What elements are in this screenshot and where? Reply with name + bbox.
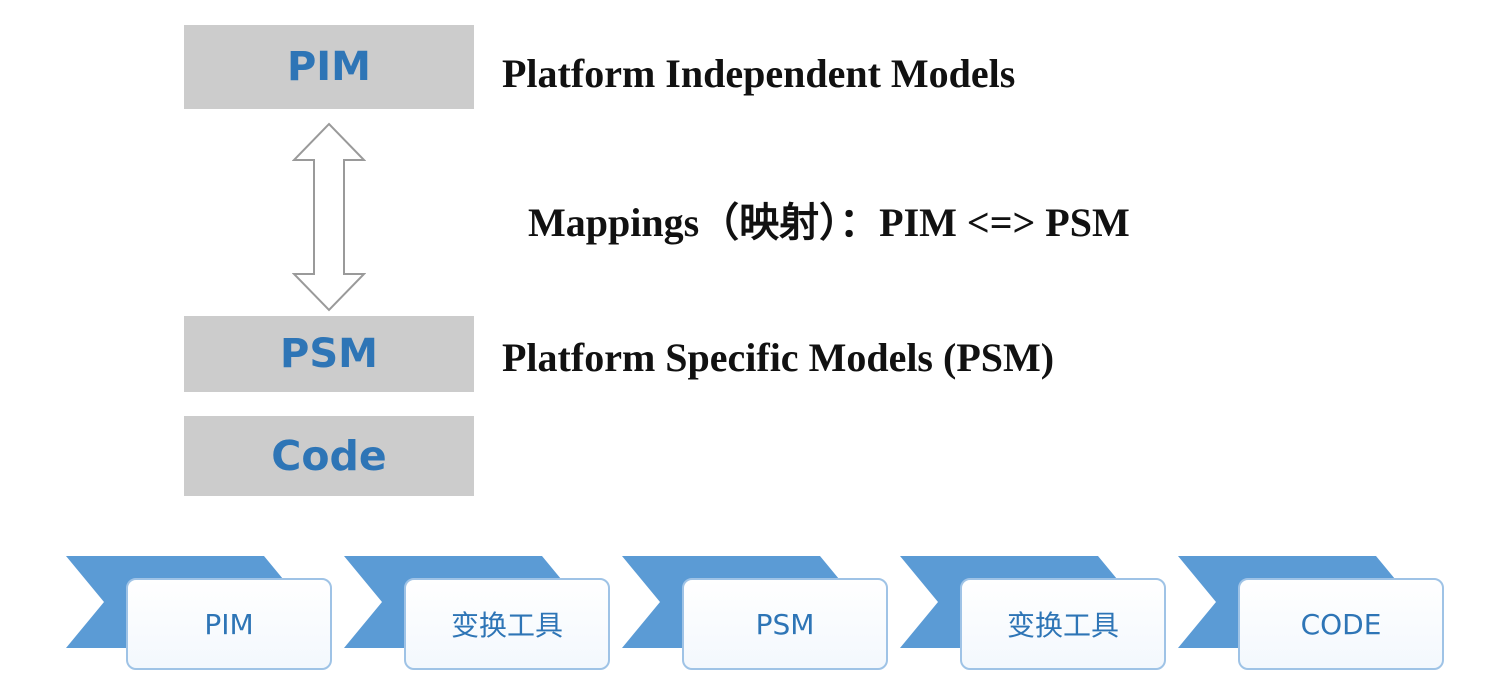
flow-step-label: PSM (755, 607, 815, 641)
psm-layer-box: PSM (184, 316, 474, 392)
code-layer-label: Code (271, 432, 387, 480)
flow-step-label: CODE (1300, 607, 1382, 641)
flow-step-psm: PSM (682, 578, 888, 670)
flow-step-code: CODE (1238, 578, 1444, 670)
pim-description: Platform Independent Models (502, 51, 1016, 96)
flow-step-transform-tool: 变换工具 (960, 578, 1166, 670)
bidirectional-arrow-icon (292, 122, 366, 312)
flow-step-label: PIM (204, 607, 254, 641)
mapping-description: Mappings（映射）：PIM <=> PSM (528, 200, 1130, 245)
psm-description: Platform Specific Models (PSM) (502, 335, 1055, 380)
code-layer-box: Code (184, 416, 474, 496)
flow-step-label: 变换工具 (1006, 609, 1119, 642)
pim-layer-box: PIM (184, 25, 474, 109)
psm-layer-label: PSM (280, 331, 378, 377)
flow-step-transform-tool: 变换工具 (404, 578, 610, 670)
flow-step-label: 变换工具 (450, 609, 563, 642)
pim-layer-label: PIM (286, 44, 371, 90)
flow-step-pim: PIM (126, 578, 332, 670)
